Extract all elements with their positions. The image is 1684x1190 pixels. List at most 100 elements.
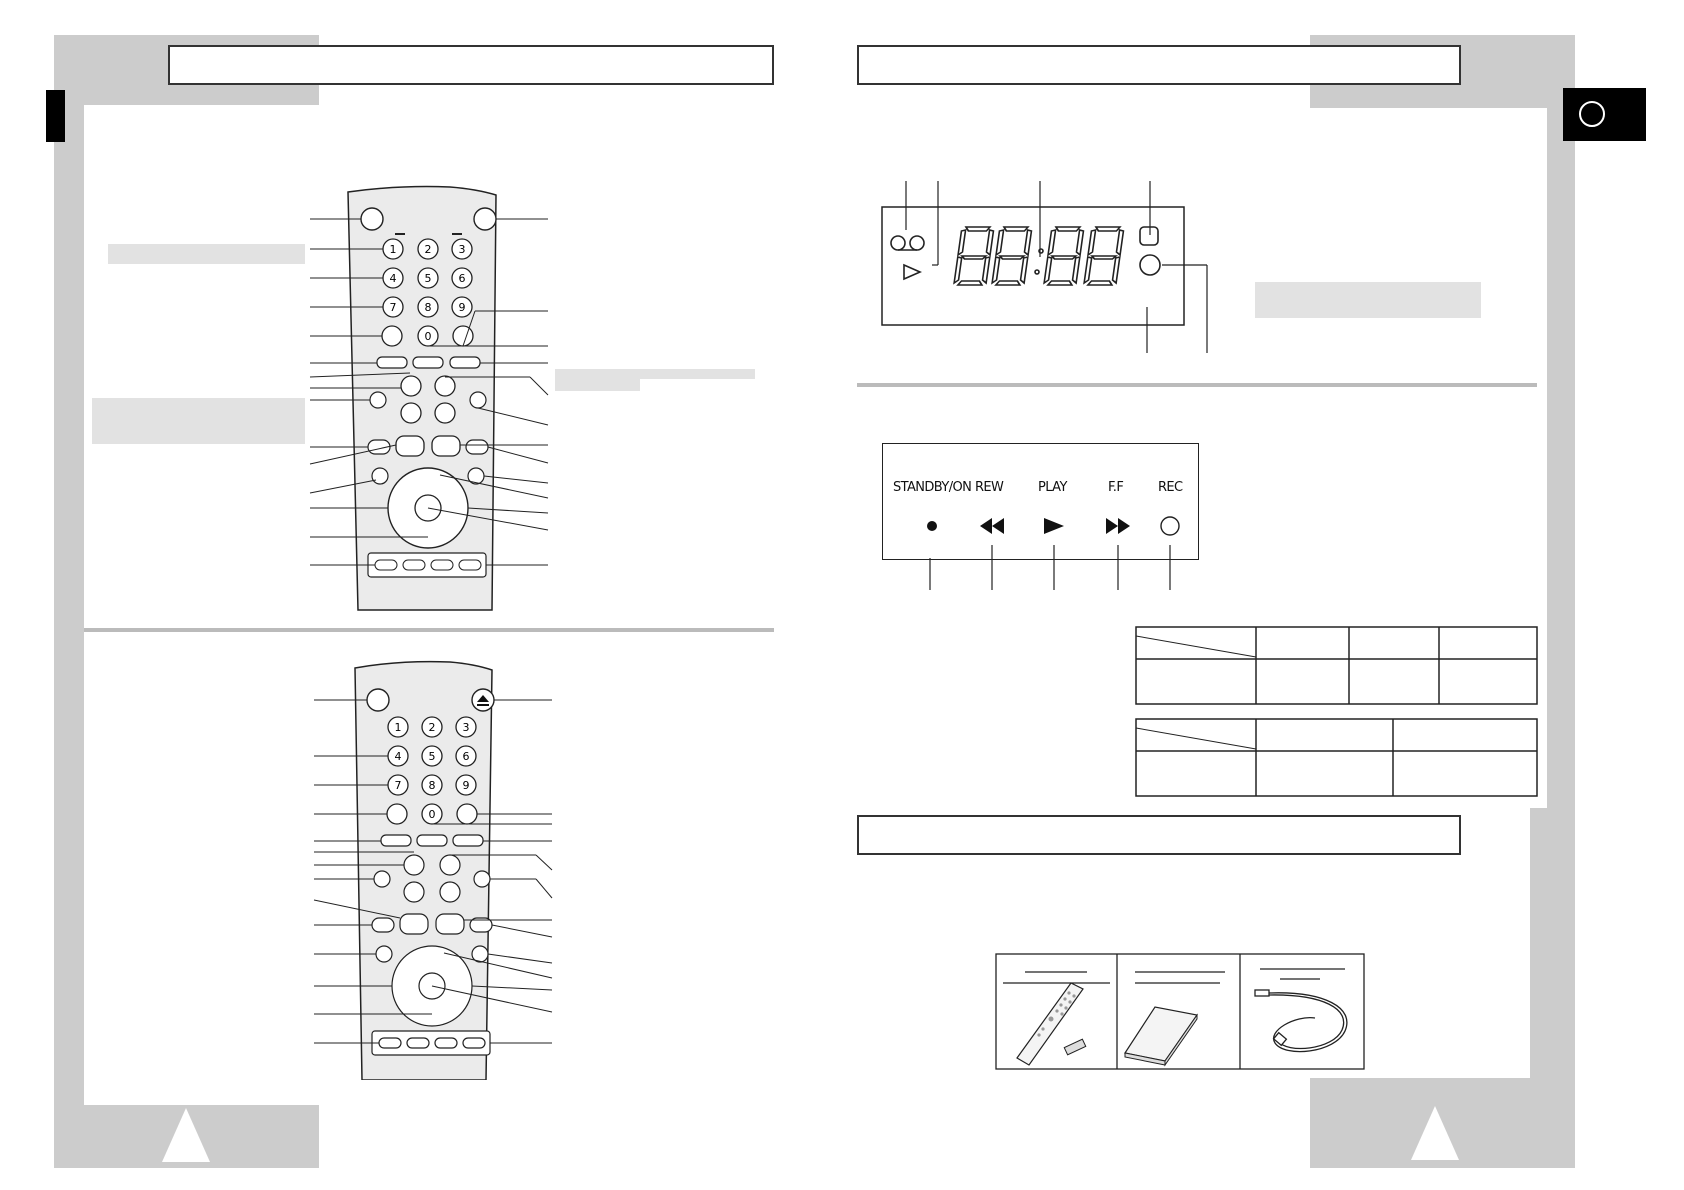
key-7-label: 7 bbox=[390, 301, 397, 314]
key-2[interactable] bbox=[417, 238, 439, 260]
key-9[interactable] bbox=[451, 296, 473, 318]
input-button[interactable] bbox=[386, 803, 408, 825]
key-9-label: 9 bbox=[463, 779, 470, 792]
func-button-3[interactable] bbox=[430, 559, 454, 571]
func-button-2[interactable] bbox=[402, 559, 426, 571]
func-button-4[interactable] bbox=[458, 559, 482, 571]
stop-icon[interactable] bbox=[399, 913, 429, 935]
spec-table-2 bbox=[1135, 718, 1538, 797]
key-5-label: 5 bbox=[425, 272, 432, 285]
key-5[interactable] bbox=[417, 267, 439, 289]
rf-cable-icon bbox=[1254, 989, 1348, 1053]
key-8[interactable] bbox=[417, 296, 439, 318]
play-pause-icon[interactable] bbox=[431, 435, 461, 457]
mute-button[interactable] bbox=[369, 391, 387, 409]
pill-button-1[interactable] bbox=[376, 356, 408, 369]
key-4-label: 4 bbox=[395, 750, 402, 763]
keypad bbox=[382, 238, 473, 347]
mute-button[interactable] bbox=[373, 870, 391, 888]
menu-button[interactable] bbox=[375, 945, 393, 963]
func-button-3[interactable] bbox=[434, 1037, 458, 1049]
right-note-box-2 bbox=[555, 379, 640, 391]
left-section-divider bbox=[84, 628, 774, 632]
key-8[interactable] bbox=[421, 774, 443, 796]
front-panel-box bbox=[882, 443, 1199, 560]
key-2-label: 2 bbox=[429, 721, 436, 734]
play-pause-icon[interactable] bbox=[435, 913, 465, 935]
menu-button[interactable] bbox=[371, 467, 389, 485]
ch-up-button[interactable] bbox=[434, 375, 456, 397]
pill-button-3[interactable] bbox=[449, 356, 481, 369]
key-2[interactable] bbox=[421, 716, 443, 738]
fast-forward-button[interactable] bbox=[465, 439, 489, 455]
remote-control-icon bbox=[1016, 982, 1087, 1066]
right-note-box-1 bbox=[555, 369, 755, 379]
key-1[interactable] bbox=[387, 716, 409, 738]
prog-down-button[interactable] bbox=[403, 881, 425, 903]
left-note-box-2 bbox=[92, 398, 305, 444]
func-button-1[interactable] bbox=[378, 1037, 402, 1049]
speed-button[interactable] bbox=[452, 325, 474, 347]
front-panel-icons bbox=[927, 516, 1180, 590]
ff-label: F.F bbox=[1108, 480, 1124, 495]
func-button-4[interactable] bbox=[462, 1037, 486, 1049]
left-page-title-box bbox=[168, 45, 774, 85]
fast-forward-icon bbox=[1106, 518, 1130, 534]
page-up-triangle-icon bbox=[162, 1108, 210, 1162]
pill-button-1[interactable] bbox=[380, 834, 412, 847]
key-3-label: 3 bbox=[459, 243, 466, 256]
pill-button-2[interactable] bbox=[416, 834, 448, 847]
key-1-label: 1 bbox=[390, 243, 397, 256]
tv-vcr-button[interactable] bbox=[473, 870, 491, 888]
ch-up-button[interactable] bbox=[439, 854, 461, 876]
page-up-triangle-icon bbox=[1411, 1106, 1459, 1160]
prog-up-button[interactable] bbox=[403, 854, 425, 876]
remote-top-diagram: 1 2 3 4 5 6 7 8 9 0 bbox=[309, 185, 549, 611]
pill-button-3[interactable] bbox=[452, 834, 484, 847]
eject-icon bbox=[477, 695, 489, 702]
language-circle-icon bbox=[1579, 101, 1605, 127]
standby-label: STANDBY/ON bbox=[893, 480, 972, 495]
key-9-label: 9 bbox=[459, 301, 466, 314]
func-button-2[interactable] bbox=[406, 1037, 430, 1049]
spec-table-1 bbox=[1135, 626, 1538, 705]
ch-down-button[interactable] bbox=[439, 881, 461, 903]
vol-down-button[interactable] bbox=[400, 402, 422, 424]
key-3[interactable] bbox=[455, 716, 477, 738]
play-icon bbox=[1044, 518, 1064, 534]
key-4-label: 4 bbox=[390, 272, 397, 285]
speed-button[interactable] bbox=[456, 803, 478, 825]
key-3-label: 3 bbox=[463, 721, 470, 734]
key-5-label: 5 bbox=[429, 750, 436, 763]
right-page-title-box bbox=[857, 45, 1461, 85]
key-6[interactable] bbox=[451, 267, 473, 289]
key-2-label: 2 bbox=[425, 243, 432, 256]
rewind-button[interactable] bbox=[371, 917, 395, 933]
manual-book-icon bbox=[1124, 1006, 1199, 1067]
right-page-body-bottom2 bbox=[857, 1078, 1310, 1103]
rec-label: REC bbox=[1158, 480, 1183, 495]
rec-indicator-icon bbox=[1139, 254, 1161, 276]
pill-button-2[interactable] bbox=[412, 356, 444, 369]
key-8-label: 8 bbox=[429, 779, 436, 792]
vol-up-button[interactable] bbox=[400, 375, 422, 397]
display-panel-diagram bbox=[881, 181, 1208, 353]
rew-label: REW bbox=[975, 480, 1004, 495]
clock-digits bbox=[953, 226, 1125, 286]
key-0-label: 0 bbox=[429, 808, 436, 821]
stop-icon[interactable] bbox=[395, 435, 425, 457]
left-page-tab bbox=[46, 90, 65, 142]
func-button-1[interactable] bbox=[374, 559, 398, 571]
accessories-box bbox=[995, 953, 1365, 1070]
tv-power-button[interactable] bbox=[473, 207, 497, 231]
key-5[interactable] bbox=[421, 745, 443, 767]
input-button[interactable] bbox=[381, 325, 403, 347]
accessories-title-box bbox=[857, 815, 1461, 855]
power-button[interactable] bbox=[360, 207, 384, 231]
key-6[interactable] bbox=[455, 745, 477, 767]
key-3[interactable] bbox=[451, 238, 473, 260]
ch-down-button[interactable] bbox=[434, 402, 456, 424]
tv-vcr-button[interactable] bbox=[469, 391, 487, 409]
key-9[interactable] bbox=[455, 774, 477, 796]
power-button[interactable] bbox=[366, 688, 390, 712]
